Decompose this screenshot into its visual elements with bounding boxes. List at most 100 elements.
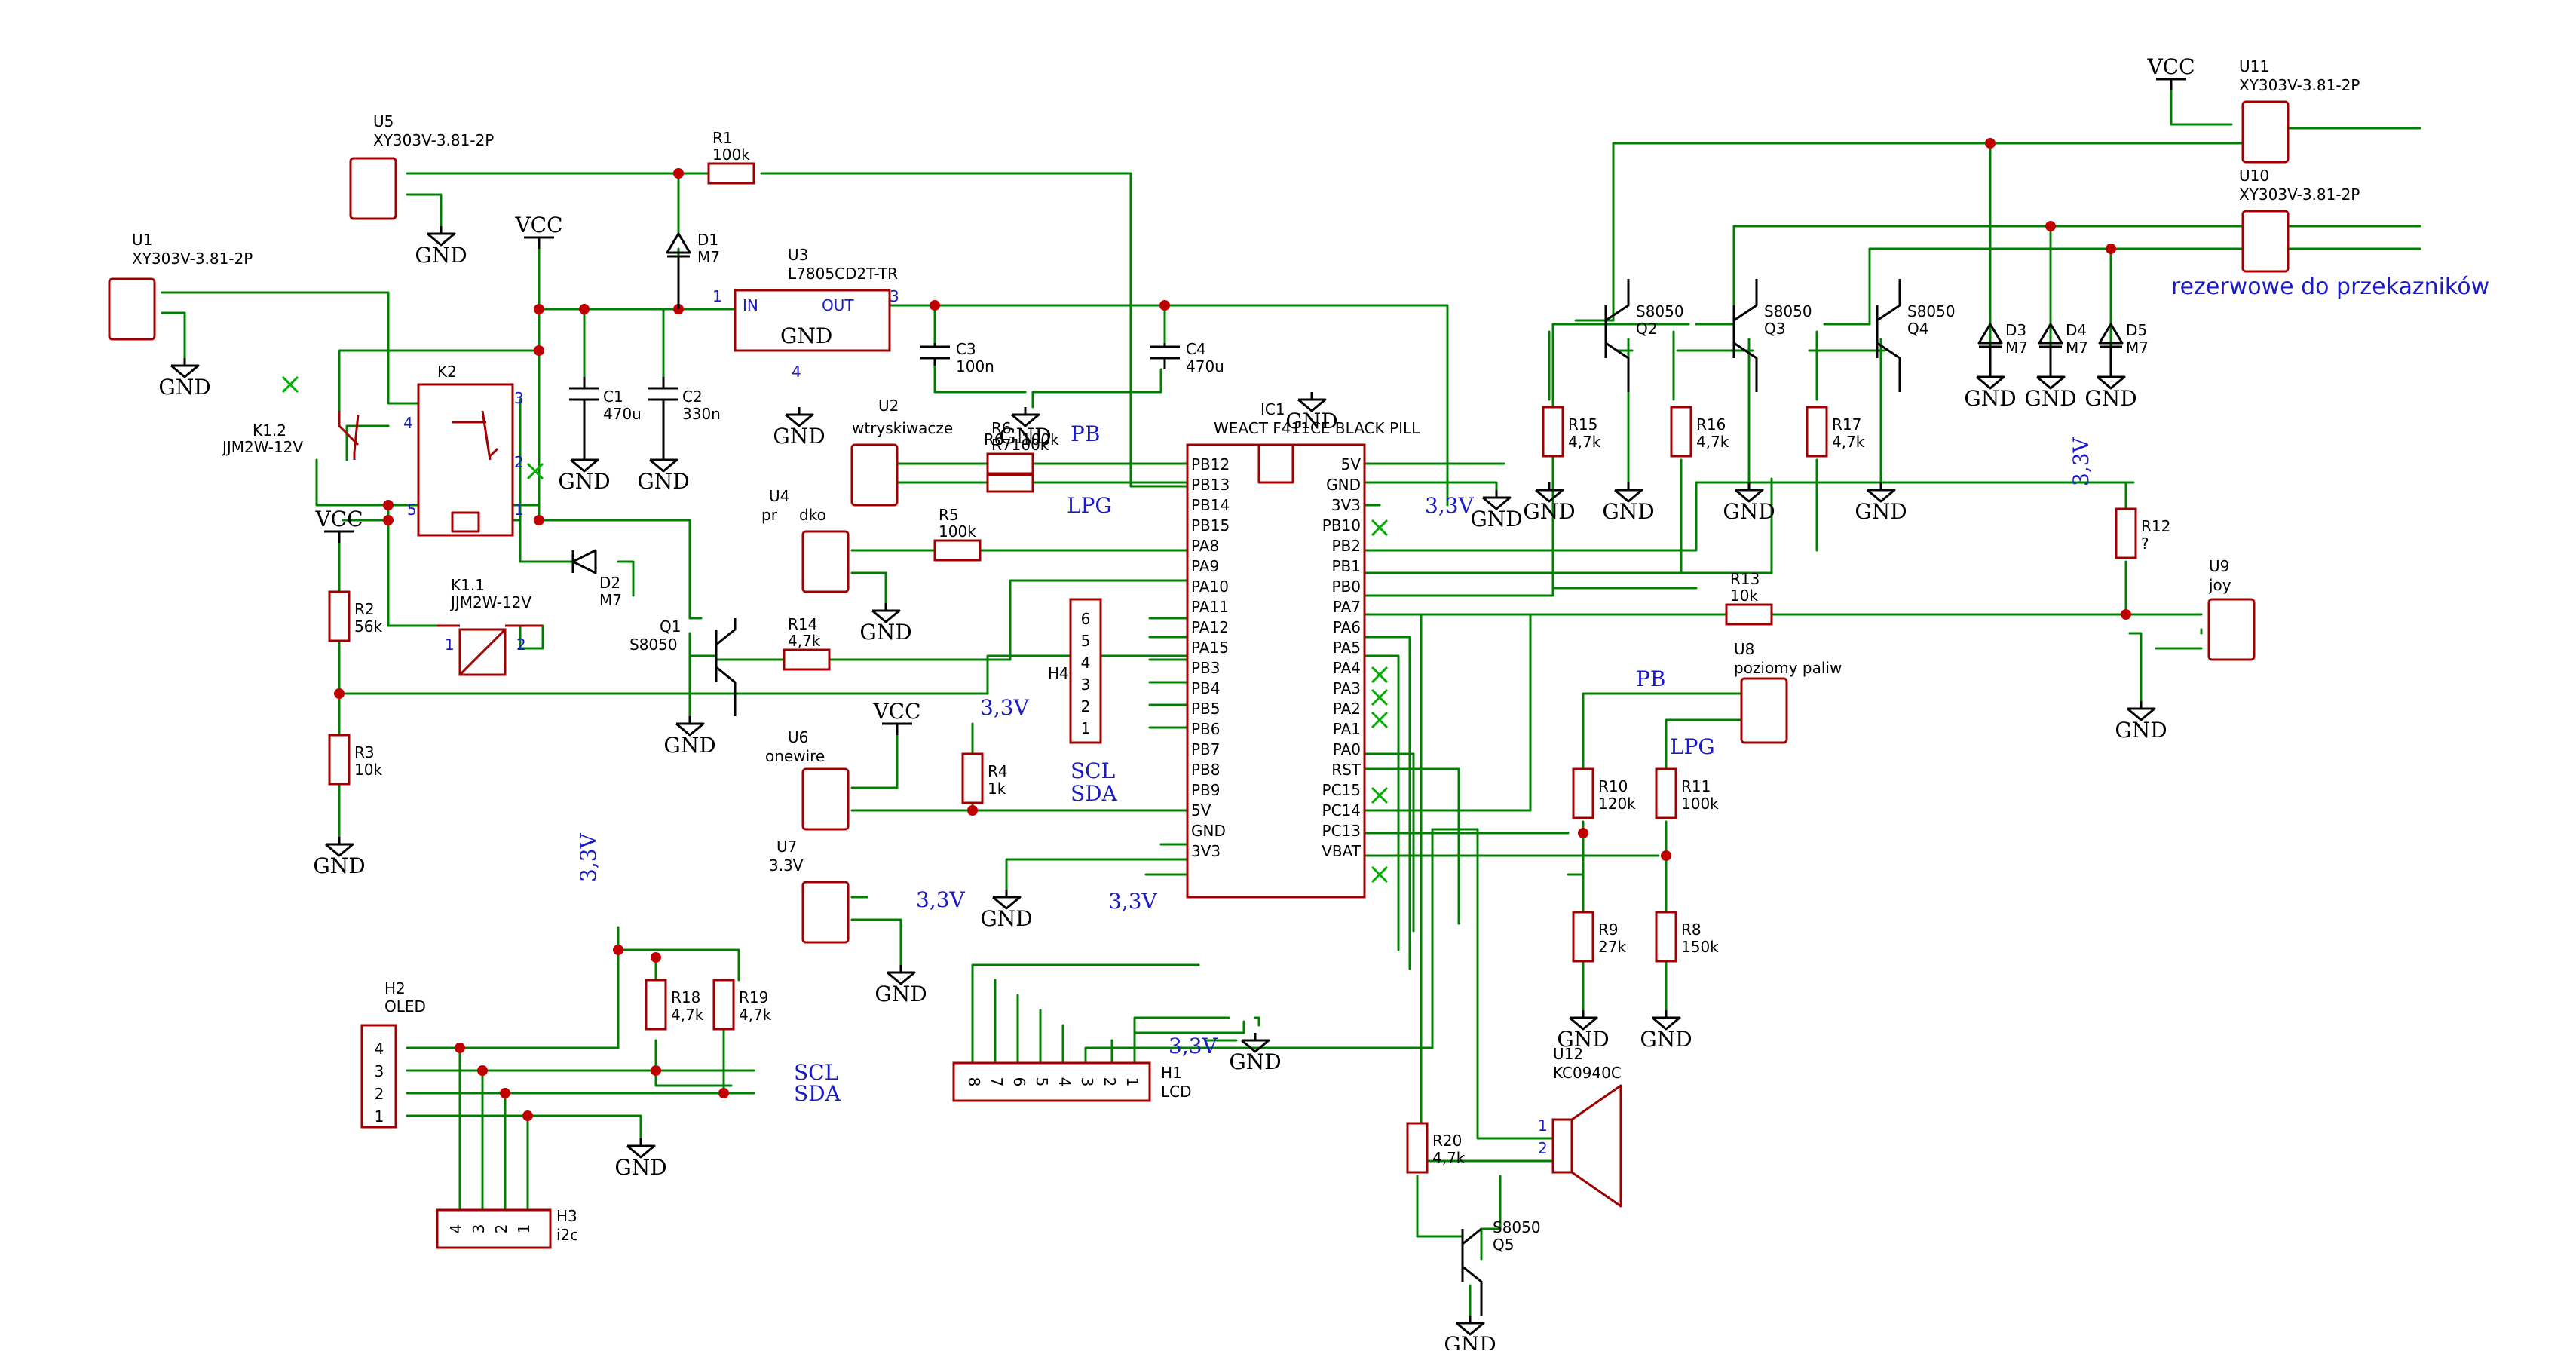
relay-k2: K2 3 4 2 5 1 <box>403 363 524 537</box>
svg-text:KC0940C: KC0940C <box>1553 1064 1622 1082</box>
ic1-pin-pa9: PA9 <box>1191 557 1219 575</box>
r4-ref: R4 <box>988 762 1008 780</box>
gnd-label: GND <box>1229 1049 1281 1074</box>
h4-pin-2: 2 <box>1081 697 1091 715</box>
u1-ref: U1 <box>132 231 152 249</box>
r15-ref: R15 <box>1568 415 1597 433</box>
svg-text:1: 1 <box>445 636 455 654</box>
h4-pin-6: 6 <box>1081 610 1091 628</box>
k2-ref: K2 <box>437 363 457 381</box>
vcc-symbol: VCC <box>314 507 363 543</box>
gnd-symbol: GND <box>1602 482 1655 524</box>
ic1-pin-r-3v3: 3V3 <box>1331 496 1361 514</box>
r11-ref: R11 <box>1681 777 1711 795</box>
r12-ref: R12 <box>2141 517 2170 535</box>
svg-text:Q5: Q5 <box>1493 1236 1514 1254</box>
r5-ref: R5 <box>939 506 959 524</box>
svg-text:S8050: S8050 <box>1764 302 1812 320</box>
h3-pin-3: 3 <box>470 1224 488 1234</box>
u3-gnd-label: GND <box>780 323 832 348</box>
gnd-symbol: GND <box>1229 1033 1282 1074</box>
r1-ref: R1 <box>712 129 733 147</box>
svg-text:3: 3 <box>890 287 899 305</box>
k12-value: JJM2W-12V <box>221 438 303 456</box>
h3-ref: H3 <box>556 1207 577 1225</box>
r6-value2: 100k <box>1022 430 1059 449</box>
u3-regulator: U3 L7805CD2T-TR IN OUT 1 3 GND 4 <box>712 246 899 381</box>
gnd-symbol: GND <box>980 890 1033 931</box>
svg-text:2: 2 <box>1538 1139 1548 1157</box>
u7-value: 3.3V <box>769 856 804 875</box>
net-v33-r4: 3,3V <box>980 695 1030 720</box>
h1-pin-4: 4 <box>1055 1077 1074 1087</box>
r5-value: 100k <box>939 522 976 541</box>
ic1-pin-pa11: PA11 <box>1191 598 1229 616</box>
r20-ref: R20 <box>1432 1132 1462 1150</box>
h3-pin-2: 2 <box>492 1224 510 1234</box>
gnd-label: GND <box>2084 386 2136 411</box>
r20-value: 4,7k <box>1432 1149 1466 1167</box>
h1-pin-1: 1 <box>1123 1077 1141 1087</box>
h2-pin-2: 2 <box>375 1085 384 1103</box>
r6-body2 <box>986 473 1034 493</box>
u4-value: pr <box>761 506 778 524</box>
net-lpg-1: LPG <box>1067 493 1112 518</box>
h2-value: OLED <box>384 997 426 1016</box>
h3-pin-4: 4 <box>447 1224 465 1234</box>
svg-text:D1: D1 <box>697 231 718 249</box>
ic1-pin-r-pa6: PA6 <box>1333 618 1361 636</box>
svg-text:1: 1 <box>712 287 722 305</box>
vcc-symbol: VCC <box>872 699 921 735</box>
u6-value: onewire <box>765 747 825 765</box>
reserve-note: rezerwowe do przekazników <box>2171 274 2489 300</box>
k12-ref: K1.2 <box>253 421 286 440</box>
r4-value: 1k <box>988 780 1006 798</box>
ic1-pin-pa12: PA12 <box>1191 618 1229 636</box>
h4-ref: H4 <box>1048 664 1069 682</box>
ic1-black-pill: IC1 WEACT F411CE BLACK PILL PB12PB13PB14… <box>1186 400 1420 899</box>
r8-ref: R8 <box>1681 921 1702 939</box>
h1-value: LCD <box>1161 1083 1192 1101</box>
svg-text:5: 5 <box>407 501 417 519</box>
r9-value: 27k <box>1598 938 1626 956</box>
gnd-label: GND <box>558 469 610 494</box>
ic1-pin-r-pb10: PB10 <box>1322 516 1361 535</box>
net-labels: PB LPG PB LPG SCL SDA SCL SDA 3,3V 3,3V … <box>576 274 2489 1106</box>
net-pb-1: PB <box>1071 421 1100 446</box>
u9-value: joy <box>2208 576 2231 594</box>
ic1-pin-r-pc14: PC14 <box>1322 801 1361 819</box>
ic1-pin-pa15: PA15 <box>1191 639 1229 657</box>
ic1-pin-pb7: PB7 <box>1191 740 1221 758</box>
ic1-pin-r-pc13: PC13 <box>1322 822 1361 840</box>
ic1-pin-pb15: PB15 <box>1191 516 1230 535</box>
gnd-symbol: GND <box>1523 482 1576 524</box>
gnd-symbol: GND <box>415 226 467 268</box>
ic1-pin-r-pa7: PA7 <box>1333 598 1361 616</box>
relay-k1-1-coil: K1.1 JJM2W-12V 1 2 <box>437 576 543 676</box>
svg-text:S8050: S8050 <box>1907 302 1956 320</box>
gnd-symbol: GND <box>1723 482 1775 524</box>
net-scl-2: SCL <box>794 1060 838 1085</box>
gnd-label: GND <box>663 733 715 758</box>
svg-text:M7: M7 <box>2066 338 2088 357</box>
u7-ref: U7 <box>776 838 797 856</box>
svg-text:S8050: S8050 <box>1636 302 1684 320</box>
gnd-symbol: GND <box>859 603 912 645</box>
net-v33-lcd: 3,3V <box>1169 1034 1218 1058</box>
ic1-pin-r-rst: RST <box>1331 761 1362 779</box>
ic1-pin-3v3: 3V3 <box>1191 842 1221 860</box>
k11-value: JJM2W-12V <box>449 593 531 611</box>
ic1-pin-pb13: PB13 <box>1191 476 1230 494</box>
ic1-pin-pb5: PB5 <box>1191 700 1221 718</box>
svg-text:C3: C3 <box>956 340 976 358</box>
